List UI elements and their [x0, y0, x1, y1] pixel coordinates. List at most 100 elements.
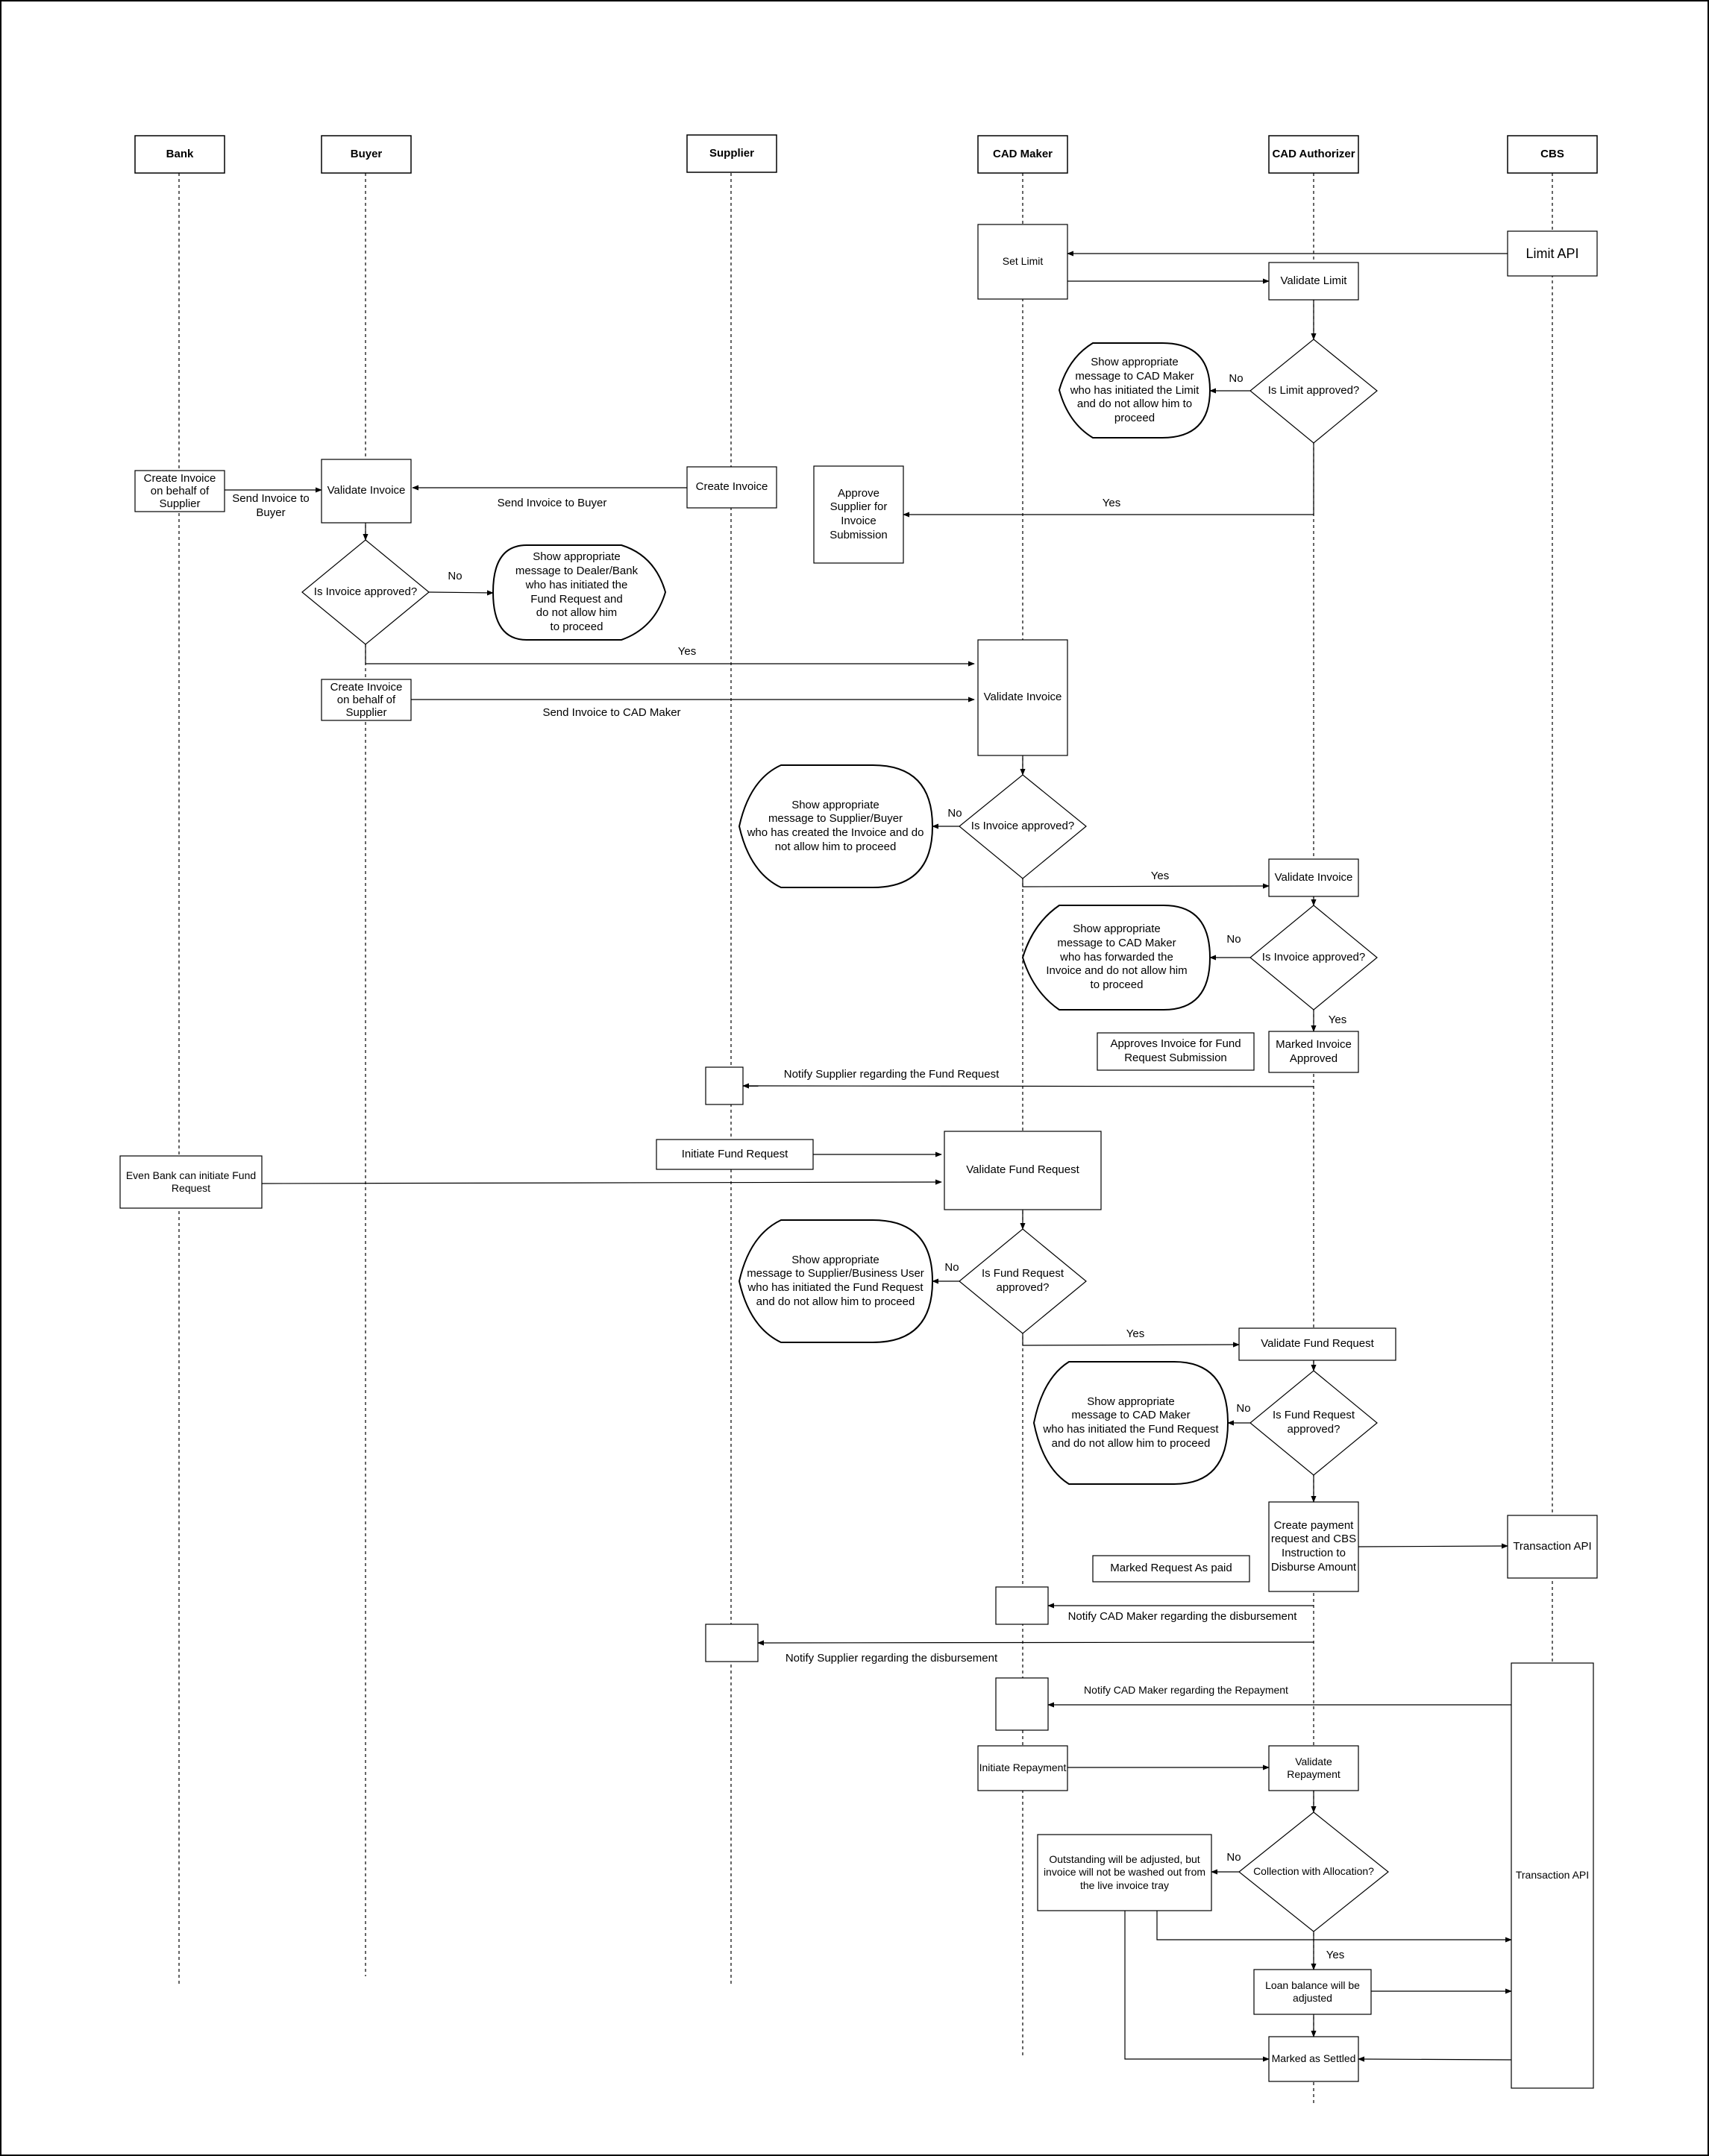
- supplier-notify-box-1: [705, 1066, 744, 1105]
- marked-settled-label: Marked as Settled: [1271, 2052, 1356, 2065]
- supplier-create-invoice-label: Create Invoice: [695, 480, 768, 494]
- transaction-api-box-2: [1511, 1662, 1594, 2089]
- supplier-buyer-msg-shape: [738, 764, 934, 888]
- lane-header-bank: [134, 135, 225, 174]
- maker-validate-invoice-label: Validate Invoice: [983, 691, 1062, 704]
- edge-label-notify-maker-disbursement: Notify CAD Maker regarding the disbursem…: [1067, 1609, 1297, 1623]
- initiate-repayment-box: [977, 1745, 1068, 1791]
- message-shapes: [492, 342, 1229, 1485]
- no-label-collection: No: [1226, 1850, 1241, 1864]
- maker-invoice-msg-label: Show appropriate message to CAD Maker wh…: [1046, 923, 1188, 992]
- edge-maker-fund-yes: [1022, 1333, 1240, 1348]
- yes-label-auth-invoice: Yes: [1328, 1013, 1347, 1026]
- transaction-api-label-1: Transaction API: [1513, 1539, 1592, 1553]
- edge-label-send-invoice-maker: Send Invoice to CAD Maker: [542, 705, 681, 719]
- maker-notify-box-2: [995, 1677, 1049, 1731]
- lane-title-buyer: Buyer: [350, 147, 383, 160]
- maker-validate-invoice-box: [977, 639, 1068, 756]
- set-limit-box: [977, 224, 1068, 300]
- collection-allocation-label: Collection with Allocation?: [1253, 1865, 1374, 1878]
- no-label-limit: No: [1229, 371, 1244, 385]
- lane-title-cad-authorizer: CAD Authorizer: [1272, 147, 1355, 160]
- validate-limit-label: Validate Limit: [1280, 274, 1347, 287]
- create-payment-label: Create payment request and CBS Instructi…: [1270, 1518, 1357, 1574]
- lane-title-supplier: Supplier: [709, 146, 754, 160]
- no-label-auth-invoice: No: [1226, 932, 1241, 946]
- edge-label-notify-supplier-fund: Notify Supplier regarding the Fund Reque…: [783, 1067, 1000, 1081]
- no-label-buyer-invoice: No: [448, 569, 462, 582]
- buyer-create-invoice-box: [321, 679, 412, 721]
- maker-fund-msg-label: Show appropriate message to CAD Maker wh…: [1043, 1395, 1219, 1450]
- yes-label-maker-fund: Yes: [1126, 1327, 1145, 1340]
- lane-title-cbs: CBS: [1540, 147, 1564, 160]
- marked-request-paid-box: [1092, 1555, 1250, 1583]
- marked-request-paid-label: Marked Request As paid: [1110, 1562, 1232, 1575]
- maker-is-fund-approved-label: Is Fund Request approved?: [981, 1267, 1064, 1294]
- edge-label-send-invoice-buyer-2: Send Invoice to Buyer: [497, 496, 607, 509]
- edge-maker-invoice-yes: [1022, 879, 1270, 889]
- edge-notify-supplier-disbursement: [757, 1640, 1314, 1646]
- maker-invoice-msg-shape: [1021, 905, 1211, 1011]
- auth-validate-invoice-box: [1268, 858, 1359, 897]
- edge-outstanding-to-transaction: [1156, 1911, 1512, 1943]
- marked-settled-box: [1268, 2036, 1359, 2082]
- limit-msg-label: Show appropriate message to CAD Maker wh…: [1070, 356, 1200, 425]
- lane-header-supplier: [686, 134, 777, 173]
- no-label-maker-invoice: No: [947, 806, 962, 820]
- connectors: [225, 251, 1512, 2062]
- edge-label-notify-supplier-disbursement: Notify Supplier regarding the disburseme…: [785, 1651, 998, 1665]
- dealer-msg-shape: [492, 544, 667, 641]
- supplier-create-invoice-box: [686, 466, 777, 509]
- lane-header-cad-maker: [977, 135, 1068, 174]
- loan-balance-label: Loan balance will be adjusted: [1265, 1979, 1360, 2005]
- lane-header-buyer: [321, 135, 412, 174]
- supplier-business-msg-label: Show appropriate message to Supplier/Bus…: [747, 1253, 924, 1308]
- maker-validate-fund-label: Validate Fund Request: [966, 1163, 1079, 1177]
- edge-notify-supplier-fund: [742, 1083, 1314, 1089]
- decision-diamonds: [301, 339, 1389, 1932]
- bank-create-invoice-label: Create Invoice on behalf of Supplier: [143, 471, 216, 511]
- edge-payment-to-transaction: [1358, 1543, 1508, 1549]
- validate-repayment-label: Validate Repayment: [1287, 1755, 1340, 1781]
- yes-label-buyer-invoice: Yes: [677, 644, 697, 658]
- supplier-business-msg-shape: [738, 1219, 934, 1343]
- validate-repayment-box: [1268, 1745, 1359, 1791]
- supplier-buyer-msg-label: Show appropriate message to Supplier/Buy…: [747, 798, 924, 853]
- buyer-validate-invoice-box: [321, 459, 412, 524]
- edge-outstanding-to-settled: [1124, 1911, 1270, 2062]
- lane-title-cad-maker: CAD Maker: [992, 147, 1053, 160]
- edge-bank-initiate-fund: [261, 1179, 942, 1185]
- approves-invoice-note-label: Approves Invoice for Fund Request Submis…: [1110, 1037, 1241, 1064]
- initiate-repayment-label: Initiate Repayment: [979, 1761, 1067, 1774]
- edge-buyer-yes: [365, 644, 975, 667]
- auth-is-fund-approved-label: Is Fund Request approved?: [1272, 1409, 1355, 1436]
- bank-create-invoice-box: [134, 470, 225, 512]
- lane-header-cbs: [1507, 135, 1598, 174]
- process-boxes: [119, 224, 1598, 2089]
- initiate-fund-request-label: Initiate Fund Request: [681, 1147, 788, 1160]
- bank-initiate-fund-label: Even Bank can initiate Fund Request: [125, 1169, 257, 1195]
- dealer-msg-label: Show appropriate message to Dealer/Bank …: [515, 550, 639, 633]
- marked-invoice-approved-label: Marked Invoice Approved: [1276, 1037, 1352, 1065]
- transaction-api-label-2: Transaction API: [1515, 1869, 1590, 1882]
- maker-validate-fund-box: [944, 1131, 1102, 1210]
- supplier-notify-box-2: [705, 1624, 759, 1662]
- buyer-validate-invoice-label: Validate Invoice: [327, 484, 406, 497]
- lane-headers: [134, 134, 1598, 174]
- limit-api-box: [1507, 230, 1598, 277]
- maker-notify-box-1: [995, 1586, 1049, 1625]
- edge-limit-yes: [903, 443, 1314, 518]
- approve-supplier-box: [813, 465, 904, 564]
- outstanding-note-label: Outstanding will be adjusted, but invoic…: [1043, 1852, 1206, 1891]
- auth-is-invoice-approved-label: Is Invoice approved?: [1261, 950, 1366, 964]
- approve-supplier-label: Approve Supplier for Invoice Submission: [830, 486, 888, 541]
- set-limit-label: Set Limit: [1002, 255, 1044, 268]
- yes-label-collection: Yes: [1326, 1948, 1345, 1961]
- no-label-auth-fund: No: [1236, 1401, 1251, 1415]
- yes-label-limit: Yes: [1102, 496, 1121, 509]
- limit-api-label: Limit API: [1525, 245, 1579, 261]
- transaction-api-box-1: [1507, 1515, 1598, 1579]
- buyer-is-invoice-approved-label: Is Invoice approved?: [313, 585, 418, 598]
